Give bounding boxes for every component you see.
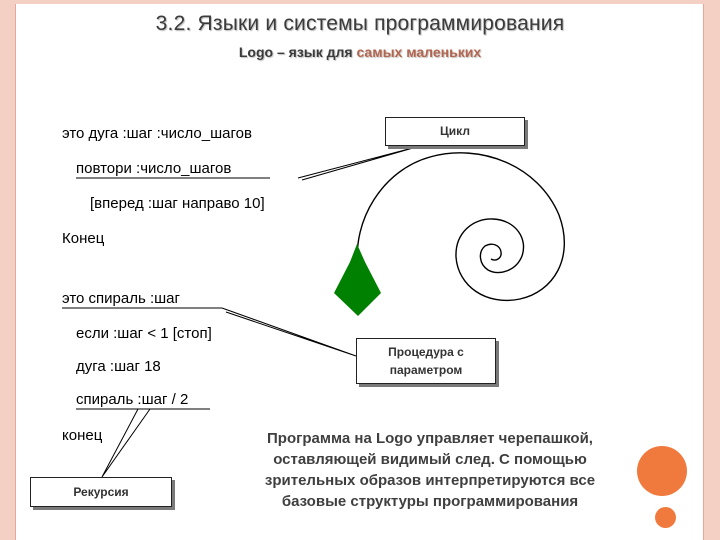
caption-line-2: оставляющей видимый след. С помощью [273, 451, 587, 468]
caption-line-1: Программа на Logo управляет черепашкой, [267, 430, 593, 447]
code-line-5: это спираль :шаг [62, 290, 180, 307]
callout-procedure: Процедура с параметром [356, 338, 496, 384]
code-line-1: это дуга :шаг :число_шагов [62, 125, 252, 142]
code-line-3: [вперед :шаг направо 10] [90, 195, 265, 212]
spiral-trace [356, 152, 565, 302]
subtitle-accent: самых маленьких [356, 44, 482, 60]
slide-frame-right [704, 0, 720, 540]
caption-line-3: зрительных образов интерпретируются все [264, 472, 596, 489]
frame-rule-right [703, 4, 704, 540]
caption-text: Программа на Logo управляет черепашкой, … [210, 428, 650, 512]
subtitle-main: Logo – язык для [238, 44, 357, 60]
callout-cycle-pointer [76, 145, 421, 181]
code-line-8: спираль :шаг / 2 [76, 391, 189, 408]
code-line-2: повтори :число_шагов [76, 160, 232, 177]
callout-procedure-pointer [62, 307, 357, 357]
decorative-circle-small [655, 507, 676, 528]
code-line-6: если :шаг < 1 [стоп] [76, 325, 212, 342]
code-line-4: Конец [62, 230, 105, 247]
frame-rule-left [15, 4, 16, 540]
slide-frame-left [0, 0, 15, 540]
callout-recursion-pointer [76, 408, 210, 478]
slide-frame-top [15, 0, 704, 4]
turtle-icon [334, 244, 381, 316]
caption-line-4: базовые структуры программирования [281, 493, 579, 510]
slide-title: 3.2. Языки и системы программирования [155, 12, 565, 35]
callout-procedure-line1: Процедура с [388, 345, 464, 359]
code-line-9: конец [62, 427, 103, 444]
callout-cycle: Цикл [385, 117, 525, 146]
callout-procedure-line2: параметром [389, 363, 463, 377]
decorative-circle-large [637, 446, 687, 496]
slide-subtitle: Logo – язык для самых маленьких [40, 44, 680, 60]
code-line-7: дуга :шаг 18 [76, 358, 161, 375]
callout-recursion: Рекурсия [30, 477, 172, 507]
